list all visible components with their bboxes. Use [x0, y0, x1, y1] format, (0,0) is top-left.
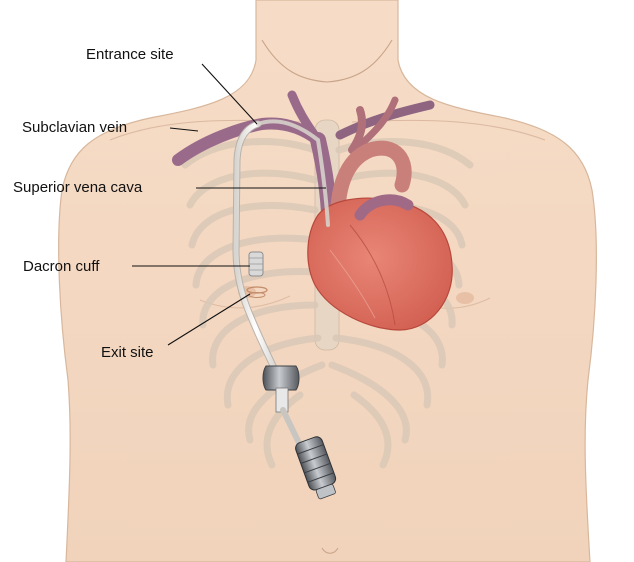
subclavian-vein-label: Subclavian vein — [22, 119, 127, 136]
exit-site-label: Exit site — [101, 344, 154, 361]
entrance-site-label: Entrance site — [86, 46, 174, 63]
dacron-cuff-label: Dacron cuff — [23, 258, 100, 275]
superior-vena-cava-label: Superior vena cava — [13, 179, 143, 196]
